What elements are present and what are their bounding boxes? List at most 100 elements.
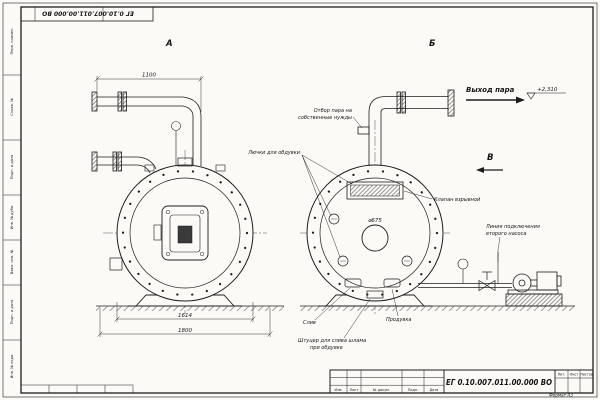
- steam-outlet-arrowhead: [516, 96, 525, 104]
- explosion-valve: [346, 181, 404, 200]
- sludge-nozzle: [366, 290, 384, 299]
- annotation-text: при обдувке: [310, 345, 343, 351]
- inverted-doc-number: ЕГ 0.10.007.011.00.000 ВО: [42, 10, 134, 17]
- pump-volute: [512, 273, 532, 293]
- leader-line: [352, 116, 363, 129]
- feed-pump: [505, 271, 563, 307]
- dim-pipe-span-value: 1100: [142, 73, 156, 79]
- margin-stamp: Подп. и дата: [10, 155, 14, 179]
- bolt-circle: [121, 169, 249, 297]
- pipe-flange: [91, 151, 98, 172]
- col-label: Подп.: [408, 388, 418, 392]
- col-label: Изм.: [335, 388, 343, 392]
- ground-hatch: [96, 306, 284, 311]
- col-label: Дата: [430, 388, 439, 392]
- upper-pipe-run: [91, 91, 202, 166]
- elevation-value: +2,310: [537, 87, 558, 93]
- dim-vessel-width-value: 1614: [178, 313, 192, 319]
- steam-outlet-label: Выход пара: [466, 86, 515, 94]
- annotation-text: Линия подключения: [485, 224, 540, 230]
- side-fitting-box: [109, 257, 123, 271]
- lifting-lug-left: [144, 164, 155, 172]
- annotation-text: собственные нужды: [298, 115, 352, 121]
- dim-base-span-value: 1800: [178, 328, 192, 334]
- outlet-flange: [447, 89, 455, 117]
- sight-ports: [328, 213, 413, 267]
- leader-line: [301, 154, 353, 185]
- title-block: ЕГ 0.10.007.011.00.000 ВО Изм. Лист № до…: [329, 369, 594, 398]
- annotation-blowdown: Продувка: [386, 288, 411, 323]
- boiler-front-view-a: 1100 1614 1800: [91, 73, 284, 337]
- doc-number: ЕГ 0.10.007.011.00.000 ВО: [446, 378, 553, 387]
- dimension-pipe-span: [94, 76, 204, 112]
- pump-foundation: [505, 293, 563, 307]
- margin-stamp: Справ. №: [10, 98, 14, 116]
- ground-hatch: [300, 306, 575, 311]
- leader-line: [301, 154, 332, 217]
- shell-top-valve: [171, 121, 181, 166]
- dim-manhole-value: ⌀675: [368, 218, 382, 224]
- shell-flange-outer: [306, 164, 444, 302]
- inner-frame: [20, 6, 594, 394]
- margin-stamp: Перв. примен.: [10, 28, 14, 55]
- pressure-gauge: [457, 258, 469, 283]
- motor-cap: [556, 275, 562, 287]
- margin-stamp: Взам. инв. №: [10, 250, 14, 275]
- annotation-text: Слив: [303, 320, 316, 326]
- col-label: № докум.: [373, 388, 390, 392]
- steam-outlet-callout: Выход пара: [466, 86, 525, 104]
- annotation-drain: Слив: [303, 287, 351, 326]
- margin-stamp-column: Перв. примен. Справ. № Подп. и дата Инв.…: [3, 28, 21, 379]
- pump-baseplate: [507, 289, 559, 295]
- view-v-arrow: В: [476, 153, 503, 173]
- lifting-lug-right: [215, 164, 226, 172]
- leader-line: [301, 154, 341, 258]
- bolt-circle: [311, 169, 439, 297]
- shell-flange-inner: [129, 177, 241, 289]
- sheets-label: Листов: [580, 373, 593, 377]
- door-hinge: [153, 224, 162, 241]
- inverted-title-box: ЕГ 0.10.007.011.00.000 ВО: [20, 6, 154, 22]
- annotation-text: Продувка: [386, 317, 411, 323]
- top-nozzle: [177, 157, 193, 167]
- door-sight-plate: [177, 225, 193, 244]
- pipe-flange: [117, 151, 122, 172]
- blowdown-nozzle: [383, 278, 401, 288]
- lower-pipe-run: [91, 151, 157, 174]
- sheet-label: Лист: [570, 373, 579, 377]
- pipe-flange: [112, 151, 117, 172]
- manhole: [361, 224, 389, 252]
- pipe-flange: [122, 91, 127, 112]
- sight-port: [328, 213, 340, 225]
- annotations: Отбор пара на собственные нужды Лючки дл…: [247, 108, 540, 351]
- annotation-text: Отбор пара на: [314, 108, 352, 114]
- elevation-mark: +2,310: [526, 87, 566, 100]
- margin-stamp: Инв. № подл.: [10, 354, 14, 379]
- annotation-sludge: Штуцер для слива шлама при обдувке: [298, 298, 371, 351]
- annotation-text: Лючки для обдувки: [247, 150, 301, 156]
- leader-line: [391, 288, 399, 317]
- pipe-flange: [396, 91, 401, 114]
- leader-line: [314, 287, 351, 321]
- annotation-text: Клапан взрывной: [434, 197, 481, 203]
- col-label: Лист: [350, 388, 359, 392]
- steam-outlet-pipe: [357, 89, 455, 166]
- view-v-label: В: [487, 153, 493, 163]
- furnace-door: [153, 205, 209, 261]
- annotation-text: Штуцер для слива шлама: [298, 338, 366, 344]
- dimension-base-span: [97, 308, 273, 337]
- leader-line: [403, 190, 433, 200]
- boiler-front-view-b: ⌀675: [300, 89, 575, 314]
- drain-nozzle: [344, 278, 362, 288]
- margin-stamp: Инв. № дубл.: [10, 205, 14, 230]
- annotation-text: второго насоса: [486, 231, 526, 237]
- view-a-label: А: [165, 39, 173, 49]
- shell-flange-inner: [319, 177, 431, 289]
- view-v-arrowhead: [476, 167, 484, 173]
- annotation-second-pump: Линия подключения второго насоса: [485, 224, 540, 262]
- pipe-flange: [401, 91, 406, 114]
- annotation-blow-hatches: Лючки для обдувки: [247, 150, 353, 258]
